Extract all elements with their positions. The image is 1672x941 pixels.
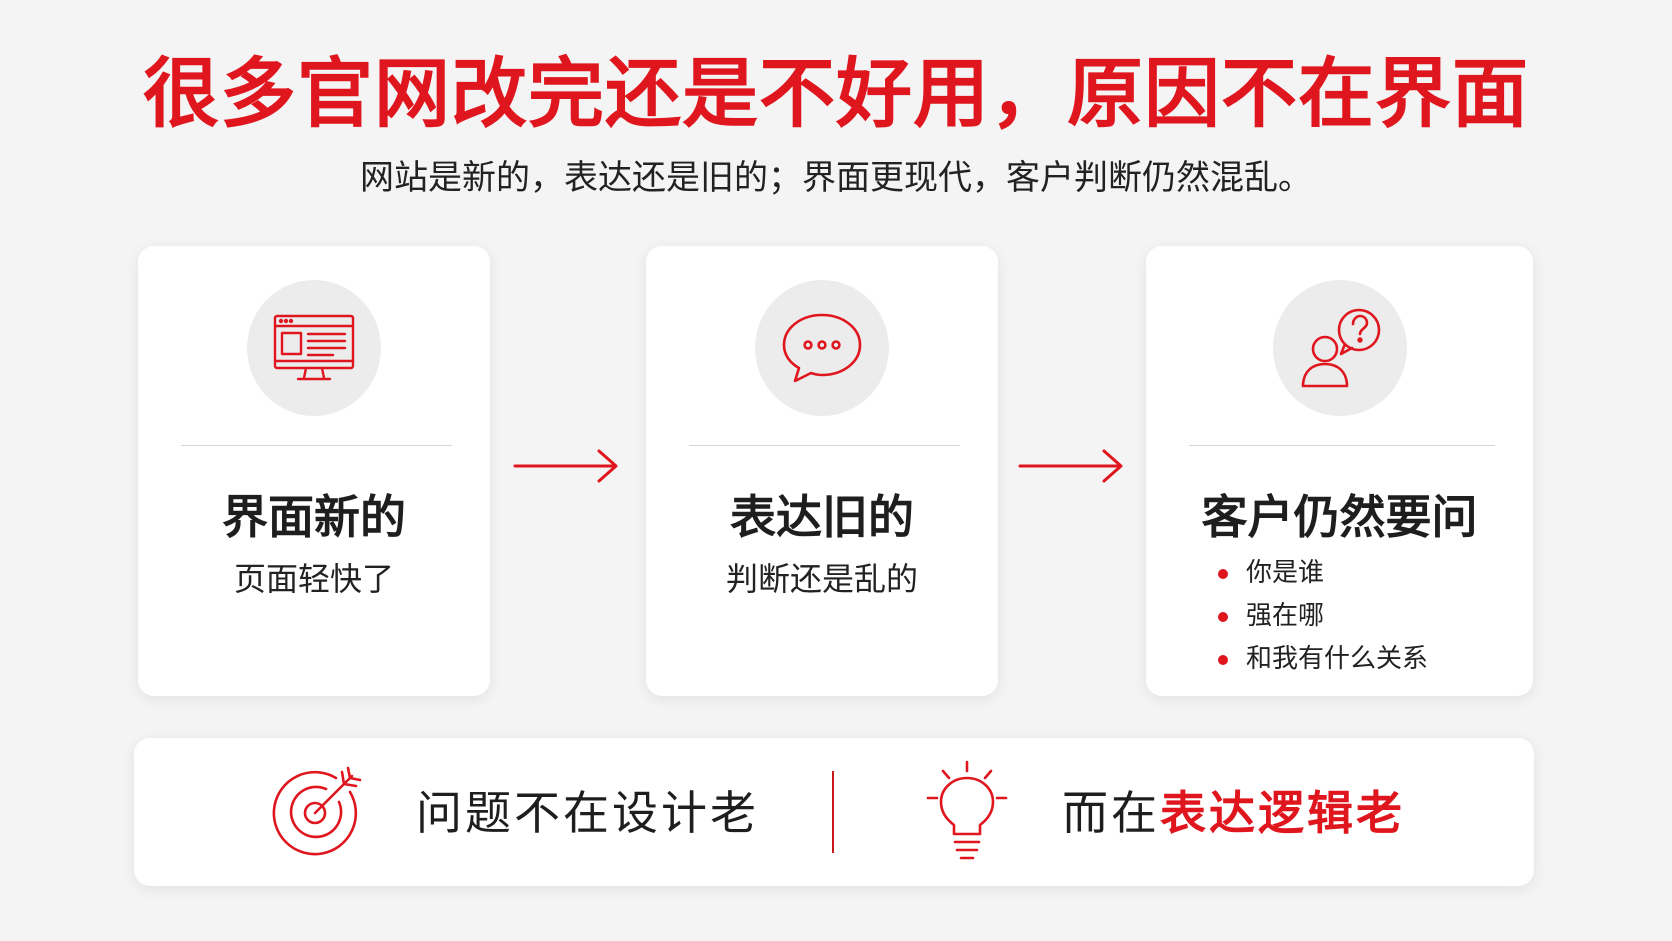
page-title: 很多官网改完还是不好用，原因不在界面 — [143, 49, 1529, 138]
solution-prefix: 而在 — [1062, 786, 1160, 840]
card-title: 客户仍然要问 — [1201, 490, 1478, 544]
user-question-icon — [1301, 308, 1380, 388]
chat-bubble-icon — [782, 313, 862, 383]
page-subtitle: 网站是新的，表达还是旧的；界面更现代，客户判断仍然混乱。 — [360, 158, 1312, 198]
list-item: 强在哪 — [1216, 595, 1428, 638]
card-title: 界面新的 — [222, 490, 406, 544]
card-interface-new: 界面新的 页面轻快了 — [138, 246, 490, 696]
list-item: 你是谁 — [1216, 552, 1428, 595]
icon-circle — [247, 280, 381, 416]
conclusion-bar: 问题不在设计老 而在表达逻辑老 — [134, 738, 1534, 886]
card-description: 判断还是乱的 — [725, 560, 918, 598]
vertical-divider — [832, 771, 834, 853]
target-icon — [272, 766, 362, 856]
icon-circle — [1272, 280, 1407, 416]
arrow-right-icon — [1018, 449, 1123, 483]
lightbulb-icon — [926, 760, 1008, 860]
card-description: 页面轻快了 — [233, 560, 394, 598]
problem-statement: 问题不在设计老 — [416, 786, 759, 840]
card-title: 表达旧的 — [730, 490, 914, 544]
solution-statement: 而在表达逻辑老 — [1062, 784, 1405, 842]
card-divider — [181, 445, 452, 446]
icon-circle — [755, 280, 889, 416]
card-customer-questions: 客户仍然要问 你是谁 强在哪 和我有什么关系 — [1146, 246, 1533, 696]
card-divider — [689, 445, 960, 446]
list-item: 和我有什么关系 — [1216, 638, 1428, 681]
card-divider — [1189, 445, 1495, 446]
solution-highlight: 表达逻辑老 — [1160, 786, 1405, 840]
arrow-right-icon — [513, 449, 618, 483]
question-list: 你是谁 强在哪 和我有什么关系 — [1216, 552, 1428, 681]
monitor-icon — [273, 314, 355, 381]
card-expression-old: 表达旧的 判断还是乱的 — [646, 246, 998, 696]
